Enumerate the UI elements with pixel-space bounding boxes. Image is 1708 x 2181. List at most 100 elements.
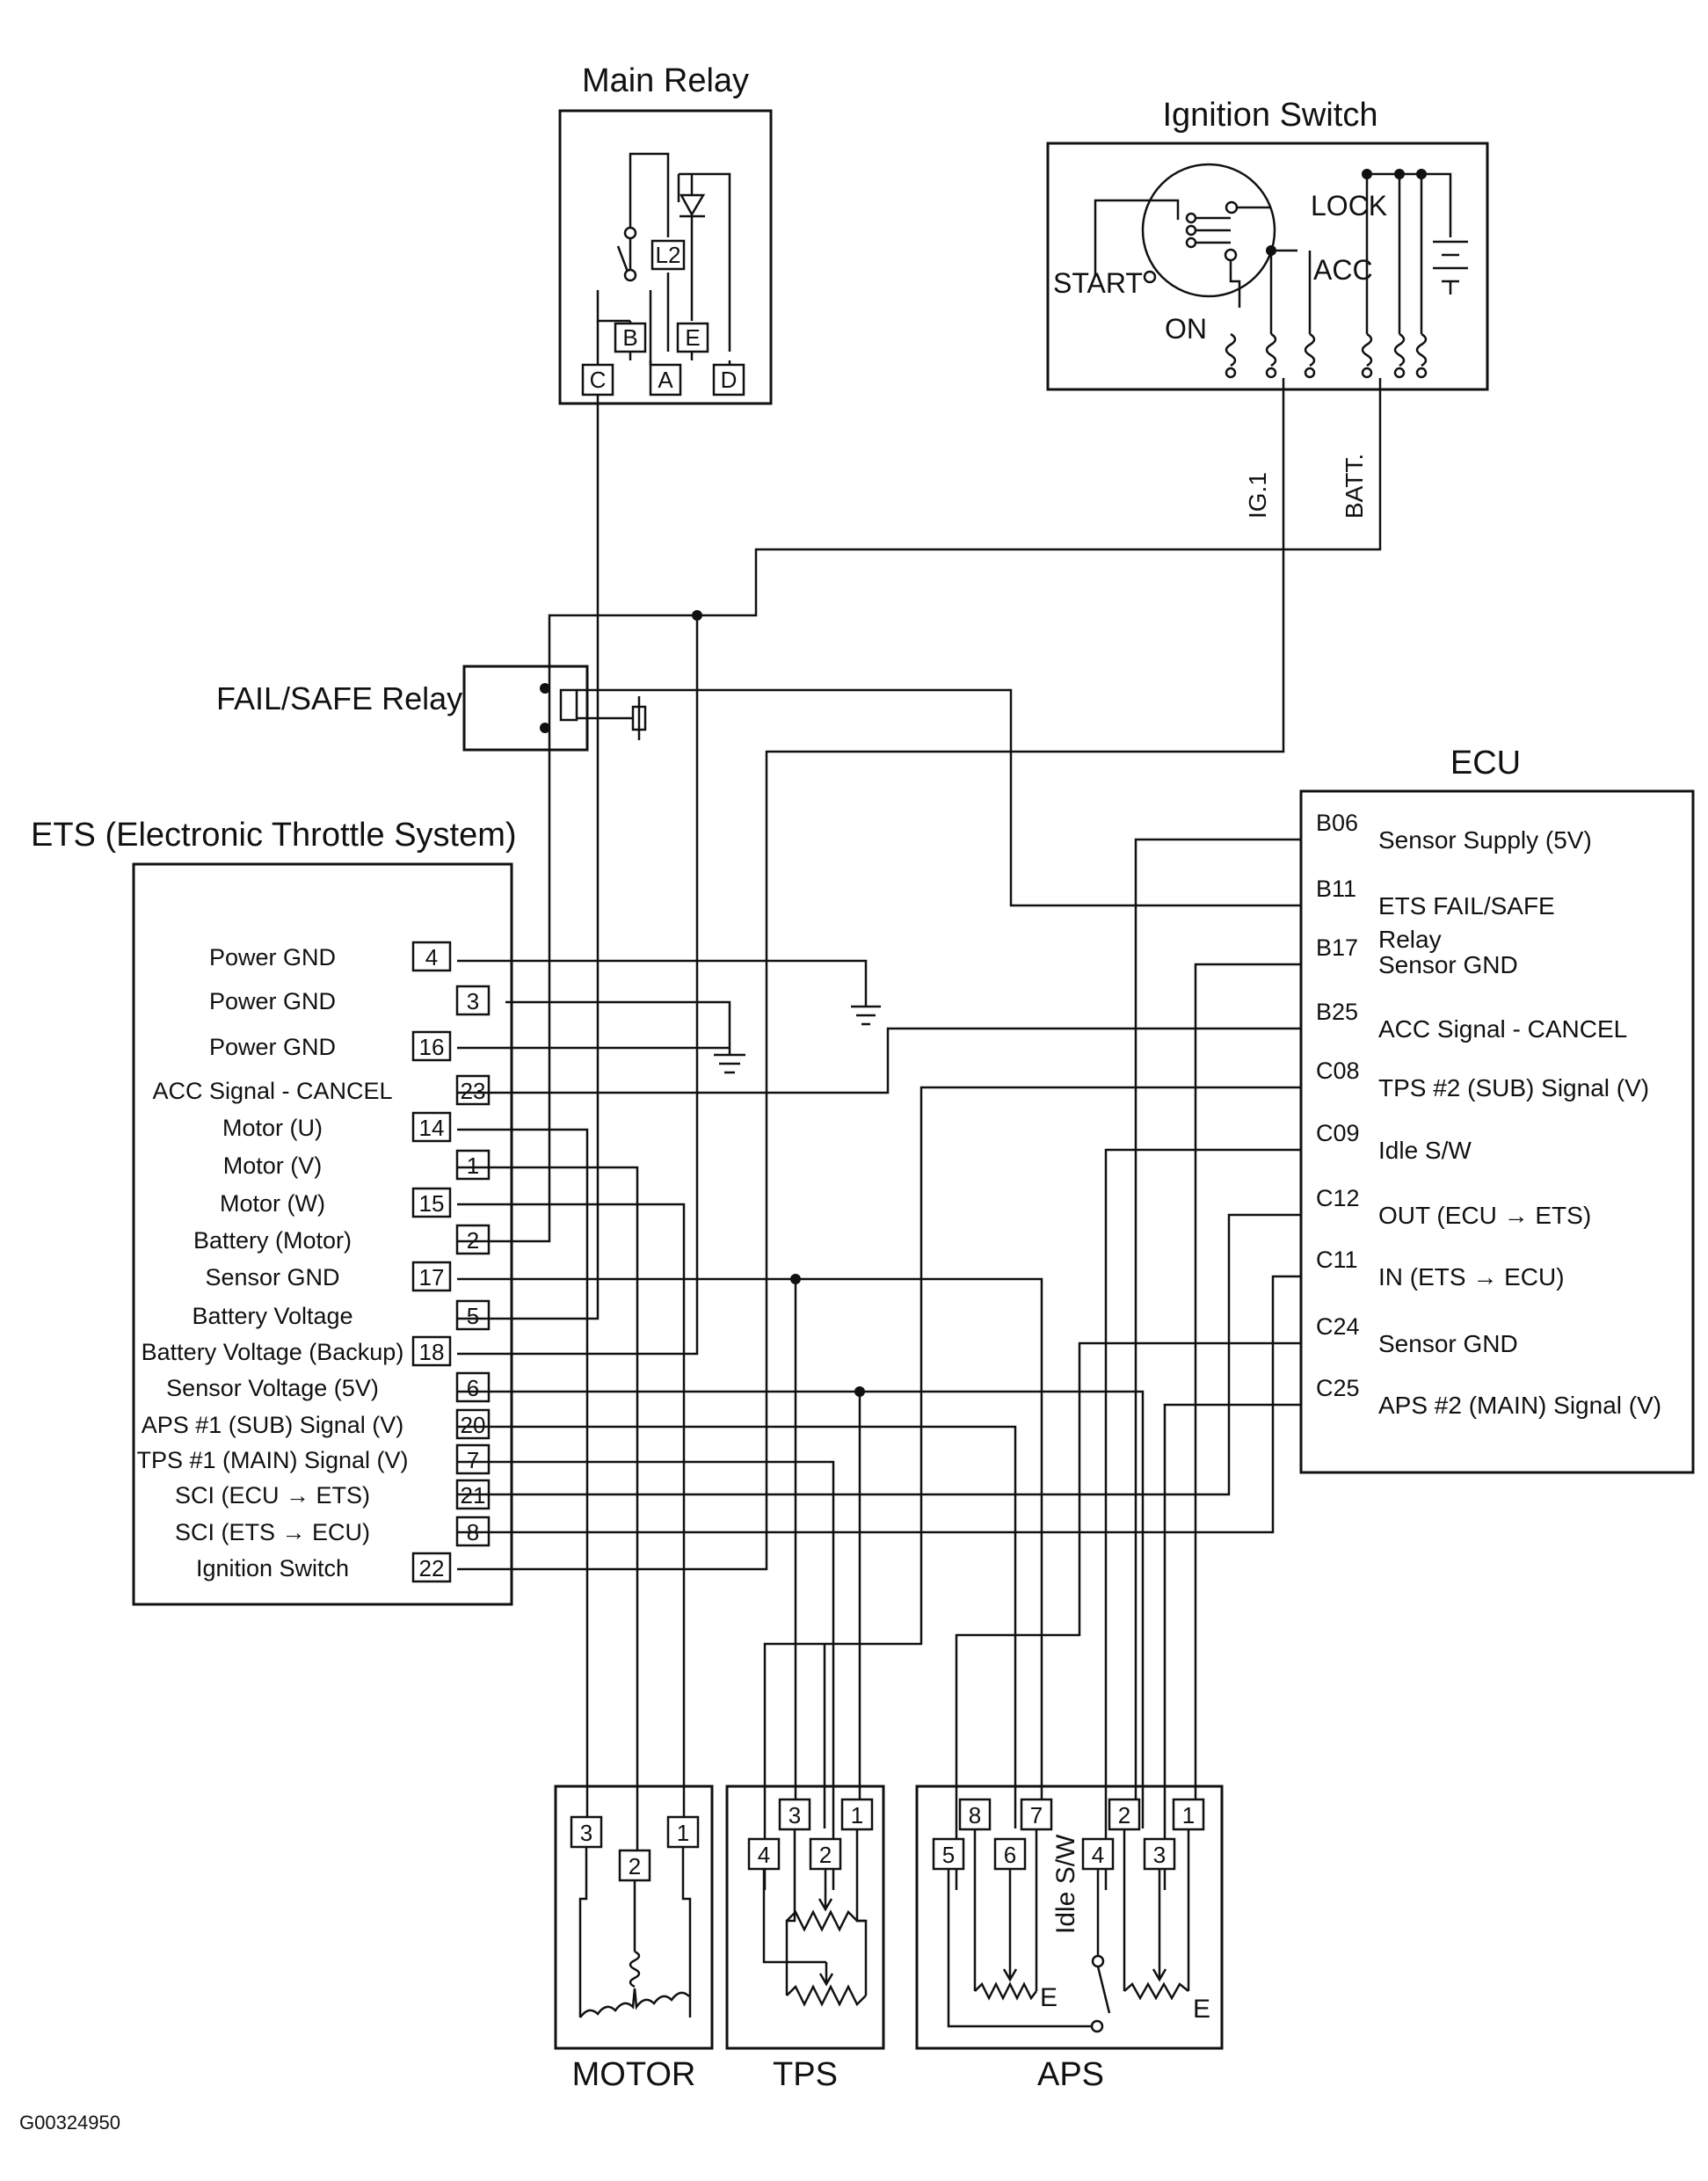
- ignition-switch: Ignition Switch LOCK START ACC ON: [1046, 97, 1489, 519]
- ets-pin-box: [455, 985, 491, 1016]
- aps-idle-label: Idle S/W: [1051, 1834, 1080, 1934]
- aps-e-label-2: E: [1193, 1995, 1210, 2024]
- aps-pin-4: 4: [1092, 1842, 1104, 1868]
- ets-pin-box: [411, 1335, 452, 1367]
- ets-pin-label: Motor (W): [220, 1190, 325, 1217]
- motor: MOTOR 3 2 1: [554, 1785, 714, 2093]
- wiring: [457, 378, 1382, 1890]
- ecu-pin-label: Idle S/W: [1378, 1137, 1472, 1164]
- ets-pin-box: [411, 1552, 452, 1583]
- ets-pin-box: [455, 1149, 491, 1181]
- ets-pin-box: [411, 1111, 452, 1143]
- failsafe-relay-title: FAIL/SAFE Relay: [216, 680, 462, 716]
- failsafe-relay: FAIL/SAFE Relay: [216, 665, 1301, 907]
- tps-pin-4: 4: [758, 1842, 770, 1868]
- ignition-out-ig1: IG.1: [1244, 472, 1271, 519]
- relay-label-l2: L2: [656, 242, 681, 268]
- aps-e-label-1: E: [1040, 1983, 1058, 2012]
- ets-pin-number: 14: [419, 1115, 445, 1141]
- motor-pin-2: 2: [629, 1853, 641, 1879]
- ets-pin-label: Battery (Motor): [193, 1227, 352, 1254]
- ets-pin-number: 1: [467, 1152, 479, 1179]
- ets-pin-box: [455, 1224, 491, 1255]
- tps-pin-1: 1: [851, 1802, 863, 1828]
- aps: APS 8 7 2 1 5 6 4 3 Idle S/W E E: [915, 1785, 1224, 2093]
- ets-pin-label: Sensor GND: [205, 1264, 339, 1290]
- aps-pin-5: 5: [942, 1842, 955, 1868]
- ets-pin-box: [455, 1443, 491, 1475]
- ecu-pin-code: B11: [1316, 876, 1356, 902]
- ets-pin-box: [411, 1261, 452, 1292]
- ignition-out-batt: BATT.: [1341, 454, 1368, 519]
- ecu-pin-code: C25: [1316, 1375, 1360, 1401]
- ignition-pos-lock: LOCK: [1311, 190, 1387, 222]
- ets-pin-number: 20: [461, 1412, 486, 1438]
- motor-pin-1: 1: [677, 1820, 689, 1846]
- ecu-pin-code: C12: [1316, 1185, 1360, 1211]
- aps-title: APS: [1037, 2056, 1104, 2093]
- ets-pin-number: 17: [419, 1264, 445, 1290]
- tps-pin-2: 2: [819, 1842, 832, 1868]
- ets-pin-number: 5: [467, 1303, 479, 1329]
- ets-unit: ETS (Electronic Throttle System) Power G…: [31, 817, 517, 1606]
- ets-pin-label: Motor (V): [223, 1152, 323, 1179]
- ets-pin-label: Battery Voltage: [192, 1303, 353, 1329]
- ets-pin-label: ACC Signal - CANCEL: [152, 1078, 392, 1104]
- relay-pin-d: D: [721, 367, 738, 393]
- main-relay-title: Main Relay: [582, 62, 749, 99]
- tps-title: TPS: [773, 2056, 838, 2093]
- ecu-pin-label-line2: Relay: [1378, 926, 1442, 953]
- ecu-pin-label: Sensor Supply (5V): [1378, 826, 1592, 854]
- tps-pin-3: 3: [789, 1802, 801, 1828]
- ets-pin-label: Battery Voltage (Backup): [142, 1339, 404, 1365]
- ecu-title: ECU: [1450, 745, 1521, 782]
- ecu-pin-label: Sensor GND: [1378, 1330, 1518, 1357]
- ets-pin-number: 15: [419, 1190, 445, 1217]
- ecu-pin-code: C09: [1316, 1120, 1360, 1146]
- relay-label-b: B: [622, 324, 637, 351]
- ignition-pos-start: START: [1053, 267, 1143, 299]
- ignition-pos-on: ON: [1165, 313, 1207, 345]
- ecu-pin-code: C11: [1316, 1247, 1358, 1273]
- ets-pin-label: SCI (ECU → ETS): [175, 1482, 370, 1509]
- main-relay: Main Relay L2 B E C A D: [558, 62, 773, 405]
- aps-pin-8: 8: [969, 1802, 981, 1828]
- ets-pin-number: 22: [419, 1555, 445, 1581]
- ecu-pin-label: ETS FAIL/SAFE: [1378, 892, 1555, 920]
- ets-pin-box: [455, 1408, 491, 1440]
- ets-pin-number: 3: [467, 988, 479, 1014]
- ets-pin-box: [455, 1074, 491, 1106]
- ets-pin-box: [455, 1299, 491, 1331]
- aps-pin-1: 1: [1182, 1802, 1195, 1828]
- motor-title: MOTOR: [572, 2056, 696, 2093]
- ecu-pin-label: OUT (ECU → ETS): [1378, 1202, 1591, 1229]
- ets-pin-box: [455, 1371, 491, 1403]
- ets-pin-number: 16: [419, 1034, 445, 1060]
- ecu-pin-label: APS #2 (MAIN) Signal (V): [1378, 1392, 1661, 1419]
- ets-pin-box: [411, 941, 452, 972]
- relay-pin-a: A: [658, 367, 673, 393]
- ignition-pos-acc: ACC: [1313, 254, 1373, 286]
- ets-pin-number: 4: [425, 944, 438, 971]
- ignition-switch-title: Ignition Switch: [1162, 97, 1377, 134]
- ets-pin-number: 23: [461, 1078, 486, 1104]
- ets-pin-label: Sensor Voltage (5V): [166, 1375, 379, 1401]
- aps-pin-2: 2: [1118, 1802, 1130, 1828]
- ecu-pin-code: B06: [1316, 810, 1358, 836]
- relay-pin-c: C: [590, 367, 607, 393]
- ets-pin-label: Power GND: [209, 988, 336, 1014]
- ets-pin-label: Power GND: [209, 1034, 336, 1060]
- ets-pin-label: Ignition Switch: [196, 1555, 349, 1581]
- ecu-pin-label: Sensor GND: [1378, 951, 1518, 978]
- ecu-pin-label: IN (ETS → ECU): [1378, 1263, 1565, 1290]
- ets-pin-label: APS #1 (SUB) Signal (V): [142, 1412, 404, 1438]
- aps-pin-3: 3: [1153, 1842, 1166, 1868]
- ets-pin-box: [411, 1030, 452, 1062]
- ets-pin-label: TPS #1 (MAIN) Signal (V): [136, 1447, 408, 1473]
- ets-pin-label: Power GND: [209, 944, 336, 971]
- ecu-pin-code: B17: [1316, 934, 1358, 961]
- ets-title: ETS (Electronic Throttle System): [31, 817, 517, 854]
- figure-id: G00324950: [19, 2112, 120, 2134]
